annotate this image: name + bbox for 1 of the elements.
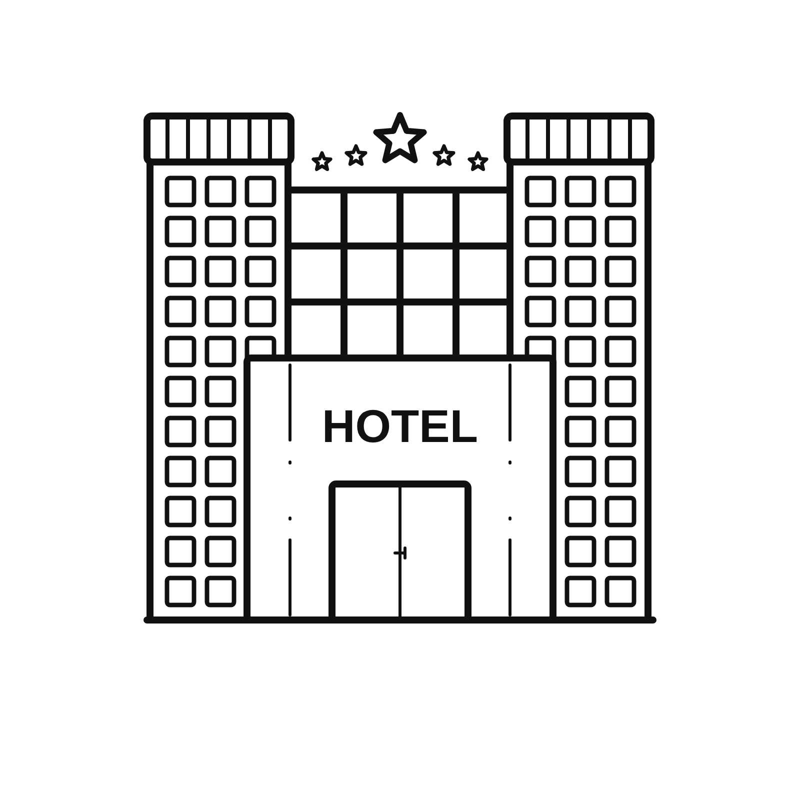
hotel-sign-text: HOTEL (322, 403, 478, 449)
